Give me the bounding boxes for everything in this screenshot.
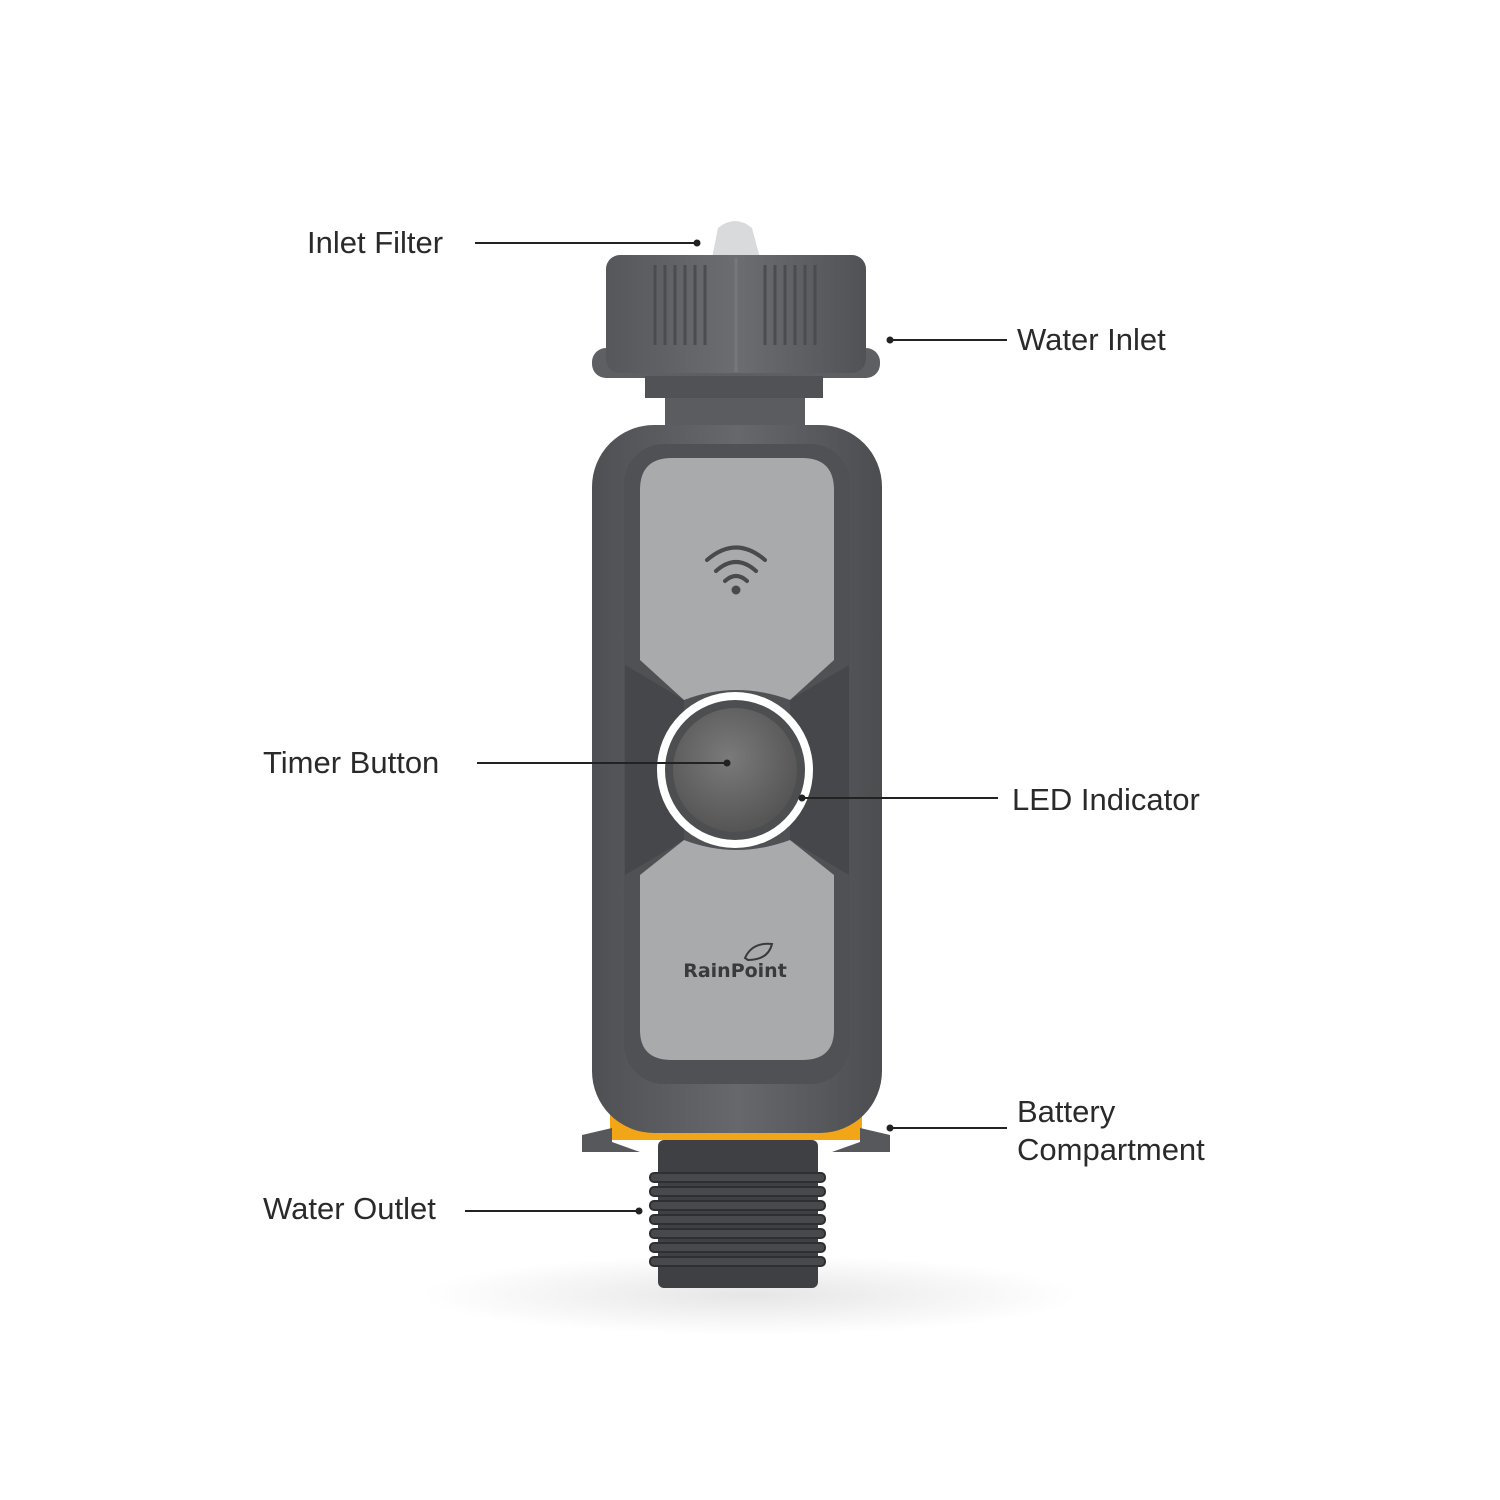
label-battery-line1: Battery [1017, 1094, 1116, 1129]
water-inlet-cap [592, 255, 880, 378]
svg-text:RainPoint: RainPoint [683, 960, 787, 982]
label-led-indicator: LED Indicator [1012, 782, 1200, 817]
label-water-inlet: Water Inlet [1017, 322, 1166, 357]
rainpoint-logo: RainPoint [683, 942, 787, 982]
inlet-filter [712, 221, 760, 258]
water-outlet [649, 1140, 826, 1288]
label-timer-button: Timer Button [263, 745, 440, 780]
callout-lines [465, 239, 1007, 1215]
wifi-icon [705, 545, 767, 595]
label-battery-line2: Compartment [1017, 1132, 1205, 1167]
bottom-face-panel [640, 840, 834, 1060]
label-water-outlet: Water Outlet [263, 1191, 436, 1226]
floor-shadow [420, 1255, 1080, 1335]
label-inlet-filter: Inlet Filter [307, 225, 444, 260]
inlet-neck [645, 376, 823, 398]
top-face-panel [640, 458, 834, 700]
timer-button[interactable] [673, 708, 797, 832]
